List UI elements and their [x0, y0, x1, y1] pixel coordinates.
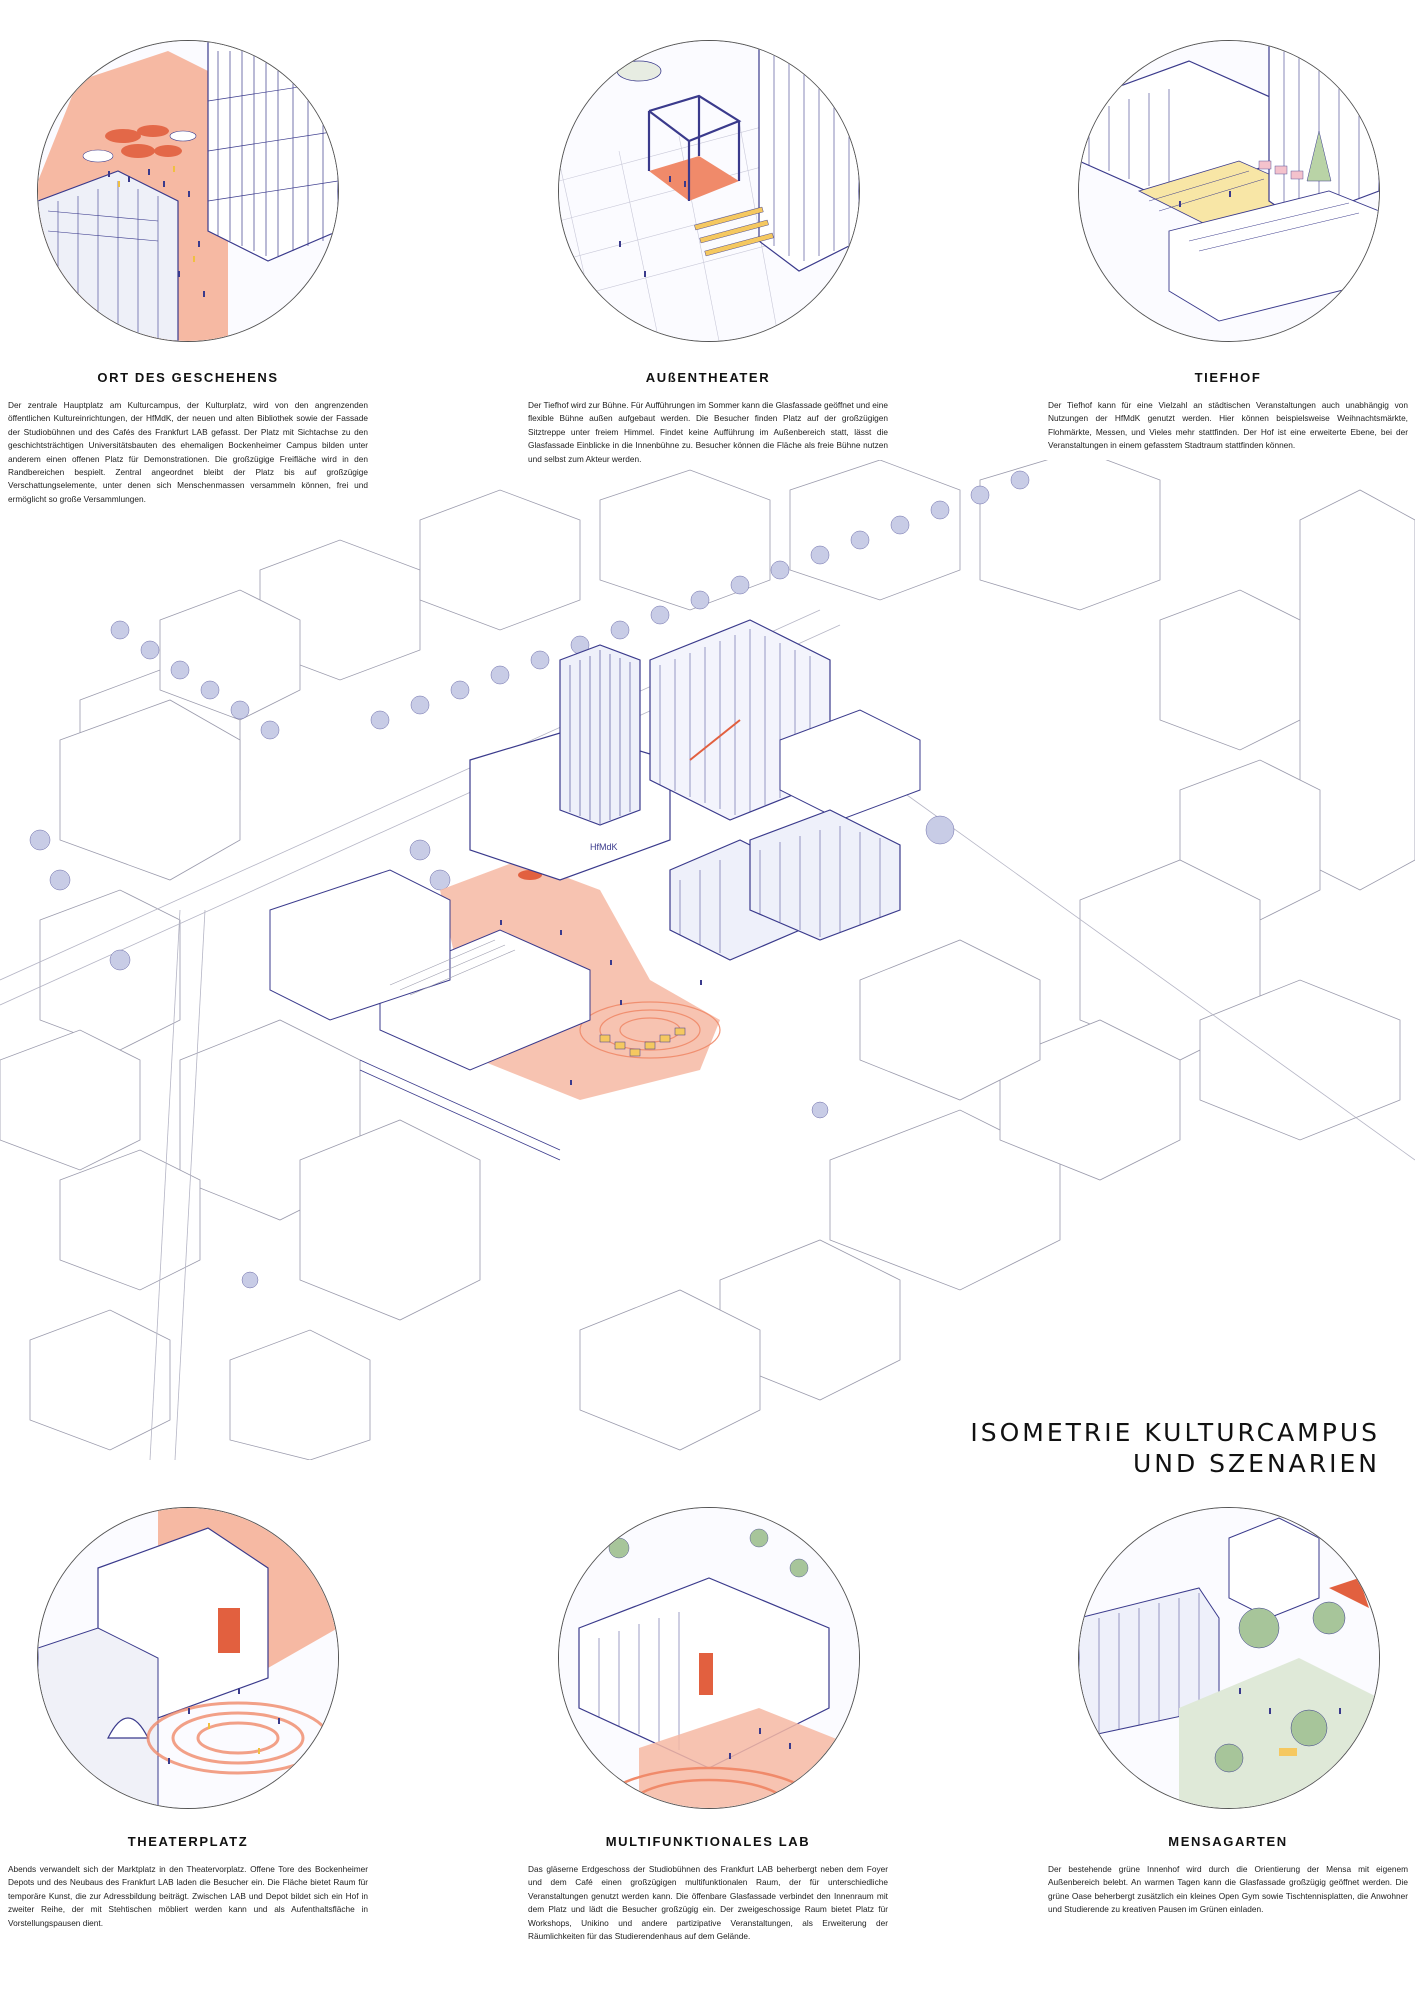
title-line-2: UND SZENARIEN — [1132, 1449, 1380, 1478]
vignette-tiefhof — [1078, 40, 1380, 342]
caption-heading: TIEFHOF — [1194, 370, 1262, 385]
illustration-aussentheater — [559, 41, 859, 341]
illustration-kulturplatz — [38, 41, 338, 341]
vignette-multifunktionales-lab — [558, 1507, 860, 1809]
caption-heading: MENSAGARTEN — [1168, 1834, 1288, 1849]
caption-text: Das gläserne Erdgeschoss der Studiobühne… — [528, 1864, 888, 1942]
isometric-campus-drawing: HfMdK — [0, 460, 1415, 1460]
caption-multifunktionales-lab: MULTIFUNKTIONALES LAB Das gläserne Erdge… — [528, 1834, 888, 1943]
caption-heading: ORT DES GESCHEHENS — [97, 370, 279, 385]
illustration-theaterplatz — [38, 1508, 338, 1808]
vignette-theaterplatz — [37, 1507, 339, 1809]
caption-text: Der bestehende grüne Innenhof wird durch… — [1048, 1864, 1408, 1915]
illustration-lab — [559, 1508, 859, 1808]
vignette-ort-des-geschehens — [37, 40, 339, 342]
caption-heading: MULTIFUNKTIONALES LAB — [605, 1834, 811, 1849]
caption-aussentheater: AUßENTHEATER Der Tiefhof wird zur Bühne.… — [528, 370, 888, 466]
caption-text: Der Tiefhof kann für eine Vielzahl an st… — [1048, 400, 1408, 451]
caption-text: Abends verwandelt sich der Marktplatz in… — [8, 1864, 368, 1928]
caption-heading: THEATERPLATZ — [127, 1834, 249, 1849]
caption-mensagarten: MENSAGARTEN Der bestehende grüne Innenho… — [1048, 1834, 1408, 1917]
vignette-aussentheater — [558, 40, 860, 342]
hfmdk-sign: HfMdK — [590, 842, 618, 852]
title-line-1: ISOMETRIE KULTURCAMPUS — [970, 1418, 1380, 1447]
caption-heading: AUßENTHEATER — [645, 370, 771, 385]
caption-ort-des-geschehens: ORT DES GESCHEHENS Der zentrale Hauptpla… — [8, 370, 368, 506]
illustration-mensagarten — [1079, 1508, 1379, 1808]
caption-text: Der zentrale Hauptplatz am Kulturcampus,… — [8, 400, 368, 504]
caption-theaterplatz: THEATERPLATZ Abends verwandelt sich der … — [8, 1834, 368, 1930]
caption-text: Der Tiefhof wird zur Bühne. Für Aufführu… — [528, 400, 888, 464]
caption-tiefhof: TIEFHOF Der Tiefhof kann für eine Vielza… — [1048, 370, 1408, 453]
illustration-tiefhof — [1079, 41, 1379, 341]
main-title: ISOMETRIE KULTURCAMPUS UND SZENARIEN — [970, 1417, 1380, 1479]
vignette-mensagarten — [1078, 1507, 1380, 1809]
